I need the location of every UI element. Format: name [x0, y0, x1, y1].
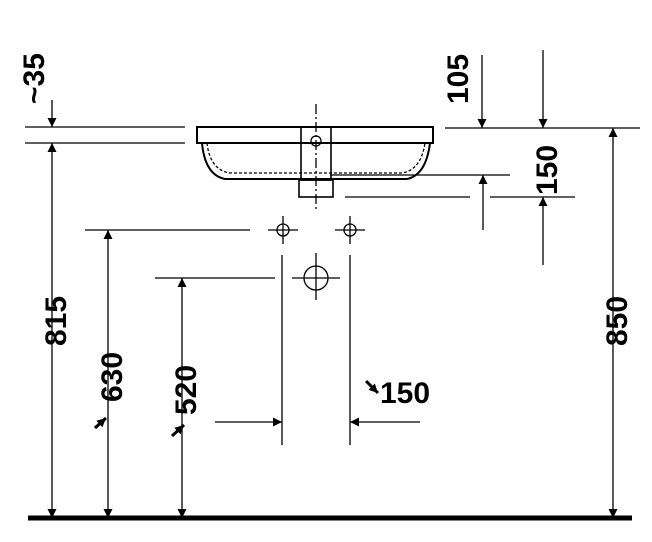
label-150-waste: 150 [380, 377, 430, 410]
basin-outline [196, 104, 434, 212]
label-815: 815 [40, 296, 73, 346]
label-850: 850 [601, 296, 634, 346]
label-520: 520 [170, 365, 203, 415]
label-35: ~35 [18, 53, 51, 104]
supply-hole-left [268, 216, 298, 244]
waste-hole [292, 253, 340, 300]
label-630: 630 [96, 352, 129, 402]
supply-hole-right [335, 216, 365, 244]
label-105: 105 [442, 54, 475, 104]
label-150-bowl: 150 [531, 145, 564, 195]
